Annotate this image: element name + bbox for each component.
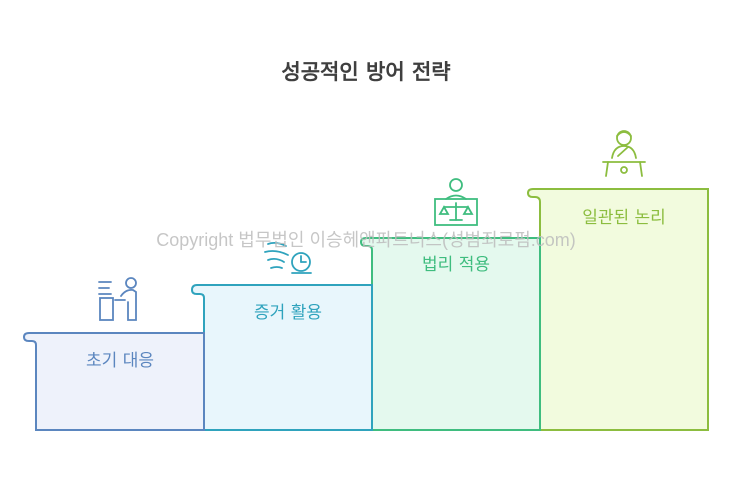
watermark: Copyright 법무법인 이승헤앤파트너스(성범죄로펌.com) (156, 230, 576, 250)
step-2-label: 증거 활용 (254, 303, 322, 323)
step-4-label: 일관된 논리 (582, 208, 666, 228)
scales-of-justice-icon (434, 178, 478, 226)
step-4-block (526, 188, 709, 431)
step-3-block (359, 237, 541, 431)
step-1-label: 초기 대응 (86, 351, 154, 371)
judge-at-podium-icon (602, 130, 646, 177)
step-3-label: 법리 적용 (422, 255, 490, 275)
diagram-title: 성공적인 방어 전략 (281, 60, 451, 84)
lawyer-at-desk-icon (98, 277, 137, 321)
evidence-timer-icon (264, 241, 312, 274)
step-2-block (190, 284, 373, 431)
step-1-block (22, 332, 205, 431)
